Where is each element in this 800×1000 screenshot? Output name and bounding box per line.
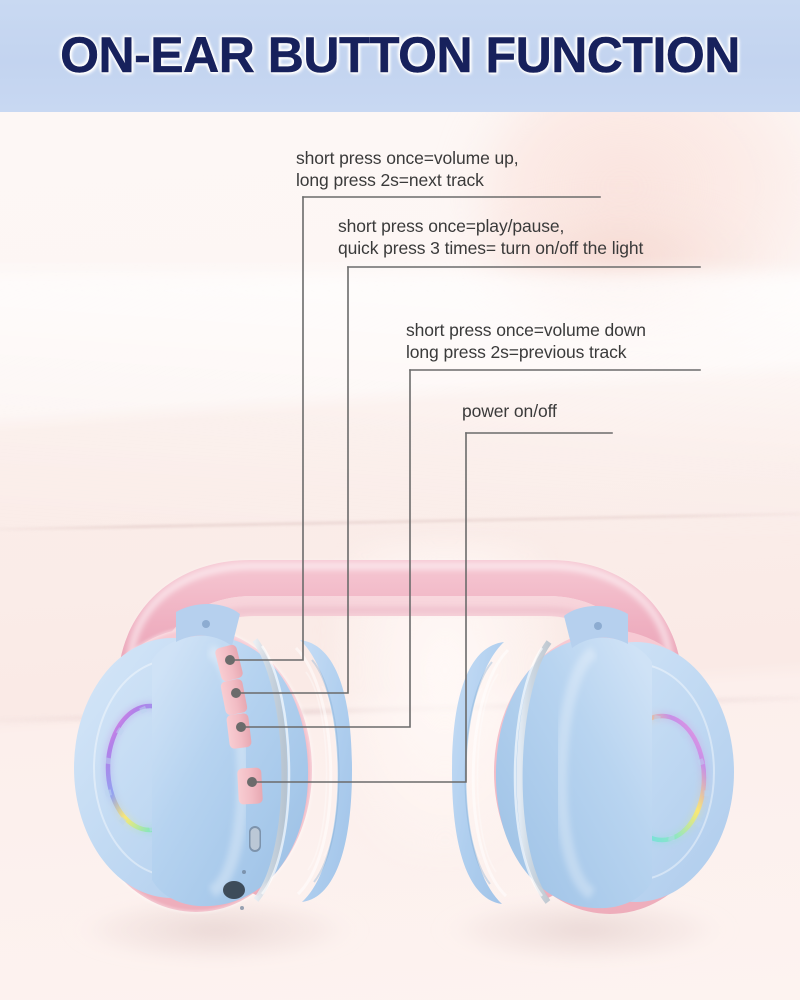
- callout-play-pause: short press once=play/pause, quick press…: [338, 215, 643, 259]
- callout-volume-down: short press once=volume down long press …: [406, 319, 646, 363]
- left-hinge-pin: [202, 620, 210, 628]
- callout-volume-down-line2: long press 2s=previous track: [406, 342, 627, 362]
- power-button[interactable]: [237, 767, 263, 805]
- right-silver-accent: [516, 640, 552, 904]
- callout-power-line1: power on/off: [462, 401, 557, 421]
- callout-volume-up-line1: short press once=volume up,: [296, 148, 519, 168]
- left-earcup-assembly: [74, 603, 352, 914]
- page-title: ON-EAR BUTTON FUNCTION: [60, 27, 741, 84]
- callout-play-pause-line2: quick press 3 times= turn on/off the lig…: [338, 238, 644, 258]
- right-earcup-assembly: [452, 605, 734, 914]
- right-hinge-pin: [594, 622, 602, 630]
- microphone-pinhole: [242, 870, 246, 874]
- left-earcup-shadow: [65, 894, 365, 966]
- callout-play-pause-line1: short press once=play/pause,: [338, 216, 565, 236]
- callout-power: power on/off: [462, 400, 557, 422]
- right-earcup-shadow: [435, 894, 735, 966]
- callout-volume-up: short press once=volume up, long press 2…: [296, 147, 519, 191]
- secondary-pinhole: [240, 906, 244, 910]
- callout-volume-up-line2: long press 2s=next track: [296, 170, 484, 190]
- volume-down-button[interactable]: [226, 713, 252, 749]
- right-earcup-body: [495, 637, 652, 909]
- aux-3-5mm-jack: [223, 881, 245, 899]
- header-banner: ON-EAR BUTTON FUNCTION: [0, 0, 800, 112]
- callout-volume-down-line1: short press once=volume down: [406, 320, 646, 340]
